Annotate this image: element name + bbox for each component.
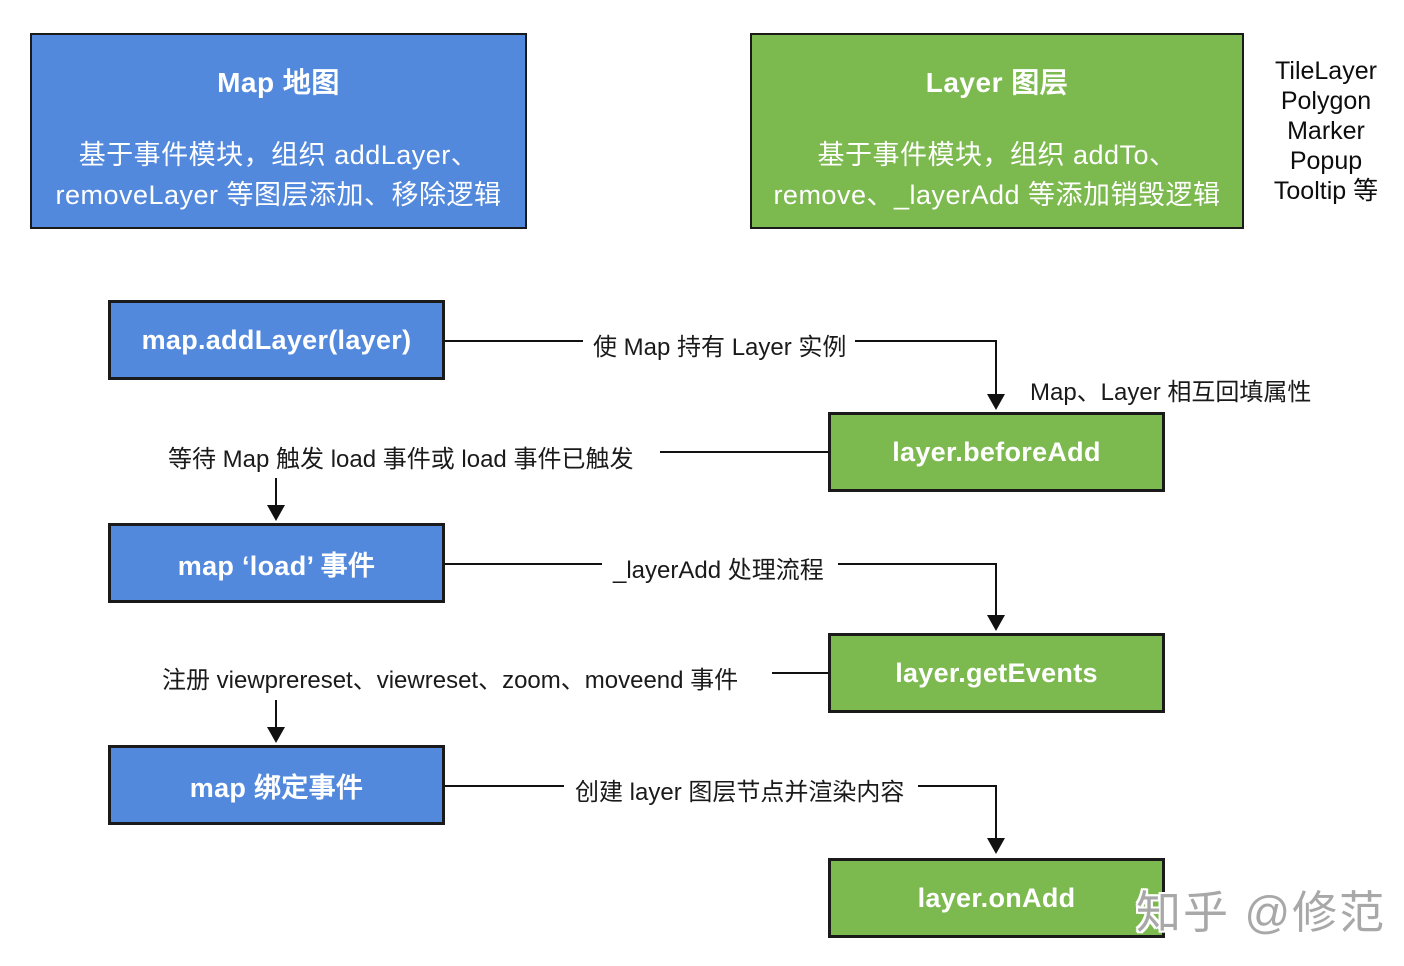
node-map-bind-events: map 绑定事件 [108,745,445,825]
connector3-arrowhead-icon [987,615,1005,631]
connector4-arrowhead-icon [267,727,285,743]
layer-type-polygon: Polygon [1280,87,1372,115]
node-layer-getevents: layer.getEvents [828,633,1165,713]
layer-header-title: Layer 图层 [925,67,1069,98]
map-header-desc-line1: 基于事件模块，组织 addLayer、 [78,140,479,170]
edge-label-backfill-props: Map、Layer 相互回填属性 [1030,379,1312,406]
layer-header-desc-line1: 基于事件模块，组织 addTo、 [817,140,1177,170]
map-header-desc-line2: removeLayer 等图层添加、移除逻辑 [55,180,502,210]
edge-label-register-events: 注册 viewprereset、viewreset、zoom、moveend 事… [162,667,739,694]
node-layer-beforeadd: layer.beforeAdd [828,412,1165,492]
edge-label-wait-load-event: 等待 Map 触发 load 事件或 load 事件已触发 [168,446,634,473]
layer-type-popup: Popup [1289,147,1363,175]
map-header-box: Map 地图 基于事件模块，组织 addLayer、 removeLayer 等… [30,33,527,229]
zhihu-watermark: 知乎 @修范 [1136,887,1387,938]
node-map-load-event: map ‘load’ 事件 [108,523,445,603]
connector5-line-left [445,785,564,787]
layer-type-tilelayer: TileLayer [1275,57,1377,85]
connector1-arrowhead-icon [987,394,1005,410]
connector4-line [772,672,828,674]
map-header-description: 基于事件模块，组织 addLayer、 removeLayer 等图层添加、移除… [55,135,501,215]
connector5-arrowhead-icon [987,838,1005,854]
node-layer-onadd: layer.onAdd [828,858,1165,938]
connector1-line-left [445,340,583,342]
connector5-line-right [918,785,997,787]
connector3-line-right [838,563,997,565]
layer-header-box: Layer 图层 基于事件模块，组织 addTo、 remove、_layerA… [750,33,1244,229]
connector5-line-down [995,785,997,840]
map-header-title: Map 地图 [217,67,340,98]
edge-label-hold-layer-instance: 使 Map 持有 Layer 实例 [593,334,847,361]
layer-header-desc-line2: remove、_layerAdd 等添加销毁逻辑 [773,180,1221,210]
connector1-line-right [855,340,997,342]
connector3-line-left [445,563,602,565]
edge-label-layeradd-flow: _layerAdd 处理流程 [613,557,824,584]
layer-type-marker: Marker [1287,117,1365,145]
layer-type-tooltip: Tooltip 等 [1273,177,1379,205]
layer-header-description: 基于事件模块，组织 addTo、 remove、_layerAdd 等添加销毁逻… [773,135,1220,215]
layer-types-list: TileLayer Polygon Marker Popup Tooltip 等 [1252,56,1400,206]
connector3-line-down [995,563,997,617]
connector2-arrowhead-icon [267,505,285,521]
connector2-line-down [275,478,277,506]
edge-label-create-and-render: 创建 layer 图层节点并渲染内容 [575,779,905,806]
connector1-line-down [995,340,997,396]
node-map-addlayer: map.addLayer(layer) [108,300,445,380]
connector2-line [660,451,828,453]
connector4-line-down [275,700,277,728]
